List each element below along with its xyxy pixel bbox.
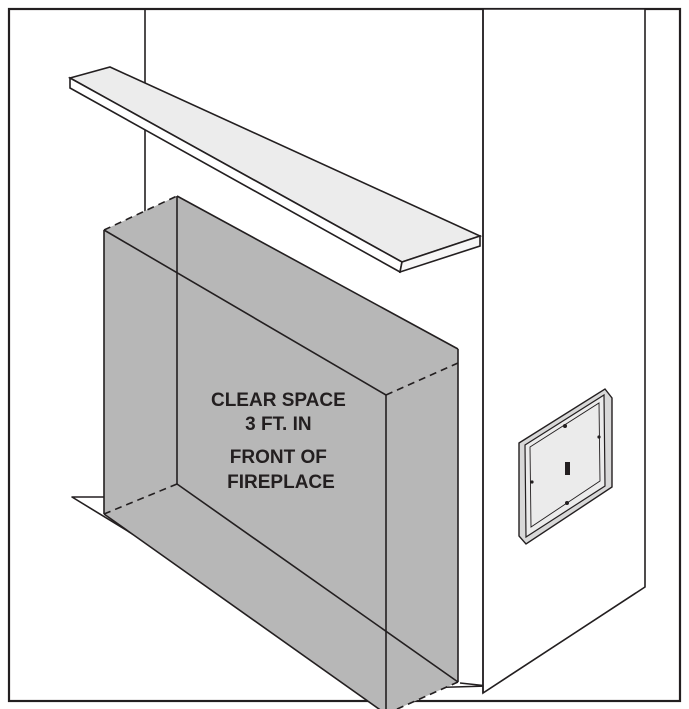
label-line-2: 3 FT. IN xyxy=(245,414,312,435)
label-line-1: CLEAR SPACE xyxy=(211,390,346,411)
label-line-4: FIREPLACE xyxy=(227,472,335,493)
chimney-wall xyxy=(482,8,646,695)
panel-slot-icon xyxy=(565,462,570,475)
clear-space-label: CLEAR SPACE 3 FT. IN FRONT OF FIREPLACE xyxy=(211,390,351,493)
clear-space-volume xyxy=(103,195,459,709)
label-line-3: FRONT OF xyxy=(230,447,327,468)
mantel-shelf xyxy=(67,66,483,274)
wall-control-panel xyxy=(518,388,613,545)
